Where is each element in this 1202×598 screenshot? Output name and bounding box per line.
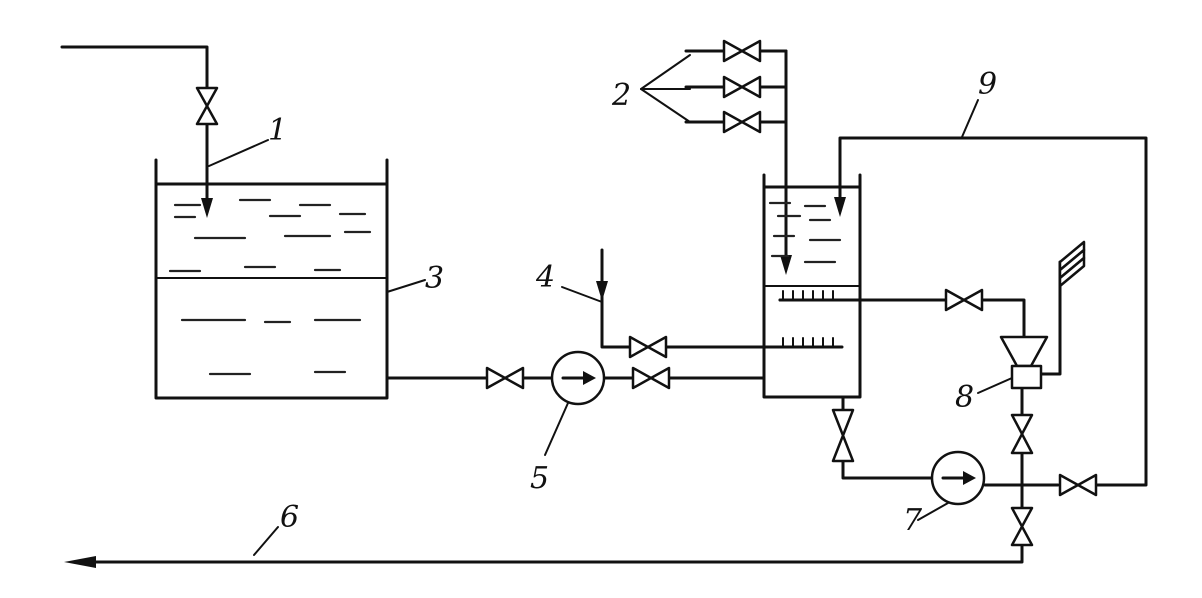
recirc-arrowhead <box>834 197 846 217</box>
valve-before-pump-5 <box>485 366 525 390</box>
storage-tank-3 <box>154 158 389 400</box>
upper-sparger <box>778 290 842 302</box>
label-9: 9 <box>978 67 997 102</box>
lower-sparger <box>778 337 844 349</box>
leader-1 <box>208 139 269 167</box>
pipe-reactor-to-pump-7 <box>841 459 934 480</box>
discharge-line-6 <box>78 543 1024 564</box>
inlet-pipe-1 <box>60 45 209 212</box>
leader-6 <box>253 526 279 556</box>
label-1: 1 <box>268 113 287 148</box>
pipe-4-arrowhead <box>596 281 608 301</box>
valve-2-bot <box>722 110 762 134</box>
valve-discharge <box>1010 506 1034 547</box>
collector-arrowhead <box>780 255 792 275</box>
pump-7 <box>930 450 986 506</box>
leader-3 <box>386 279 426 293</box>
ejector-body <box>1010 364 1043 390</box>
inlet-valve <box>195 86 219 126</box>
reactor-liquid-waves <box>768 201 842 264</box>
valve-recirc <box>1058 473 1098 497</box>
valve-pipe-4 <box>628 335 668 359</box>
label-7: 7 <box>903 503 923 538</box>
recirc-line-9 <box>838 136 1148 487</box>
discharge-arrowhead <box>64 556 96 568</box>
label-5: 5 <box>530 461 549 496</box>
pipe-4 <box>600 248 782 349</box>
valve-2-mid <box>722 75 762 99</box>
leader-9 <box>961 99 979 138</box>
ejector-gas-pipe <box>1039 260 1062 376</box>
pipes <box>60 45 1148 568</box>
leader-7 <box>917 502 949 521</box>
pipe-sparger-to-ejector <box>778 298 1026 339</box>
ejector-cone <box>999 335 1049 368</box>
leader-5 <box>544 402 569 456</box>
leader-2-top <box>640 54 691 90</box>
label-6: 6 <box>280 500 299 535</box>
leader-8 <box>977 377 1013 394</box>
exhaust-vent <box>1058 240 1086 288</box>
valves <box>195 39 1098 547</box>
valve-after-pump-5 <box>631 366 671 390</box>
leader-4 <box>561 286 603 303</box>
reactor-vessel <box>762 173 862 399</box>
valve-below-ejector <box>1010 413 1034 455</box>
label-2: 2 <box>611 78 631 113</box>
valve-reactor-bottom <box>831 408 855 463</box>
pump-5 <box>550 350 606 406</box>
valve-2-top <box>722 39 762 63</box>
tank-3-liquid-waves <box>168 198 372 376</box>
valve-ejector-feed <box>944 288 984 312</box>
inlet-arrowhead <box>201 198 213 218</box>
labels: 1 2 3 4 5 6 7 8 9 <box>268 67 997 538</box>
leader-lines <box>208 54 1013 556</box>
label-8: 8 <box>955 380 974 415</box>
label-3: 3 <box>425 261 444 296</box>
label-4: 4 <box>535 260 555 295</box>
leader-2-bot <box>640 88 691 123</box>
